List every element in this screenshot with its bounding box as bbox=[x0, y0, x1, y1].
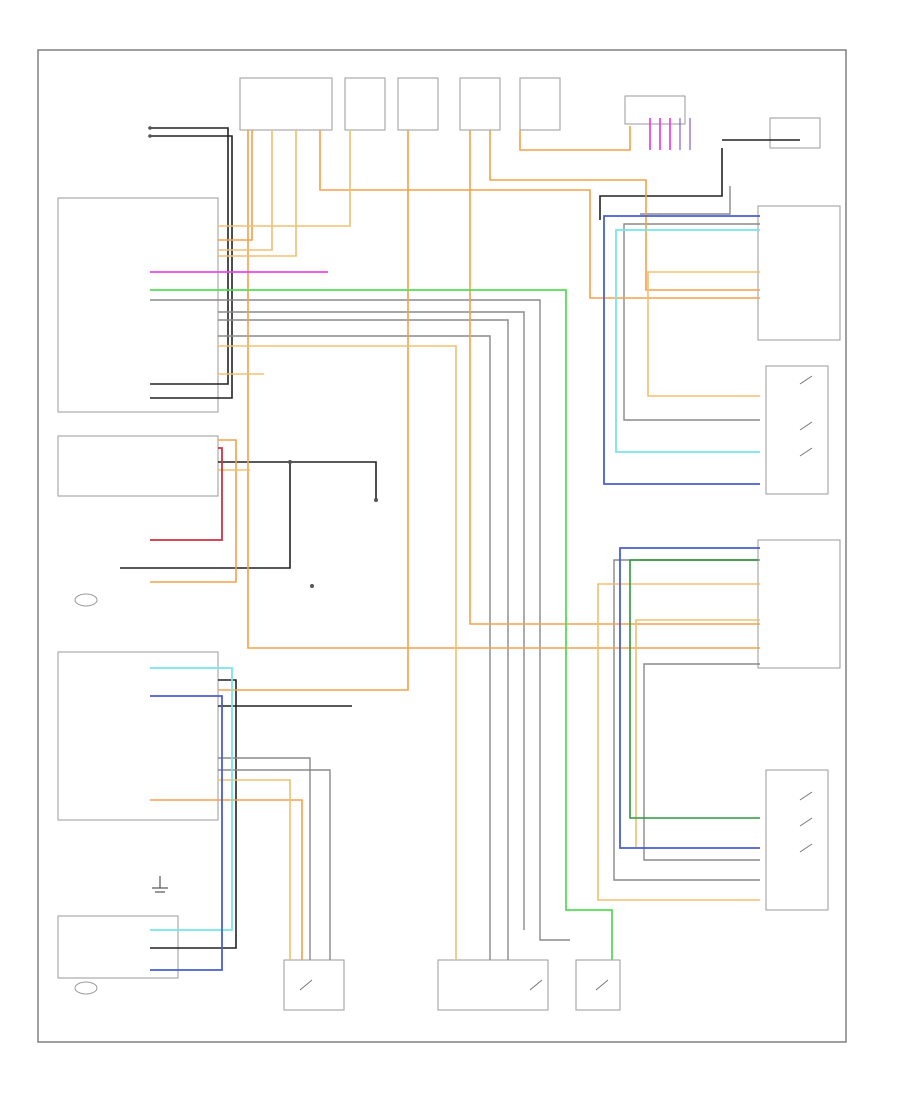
wire-green bbox=[150, 289, 613, 960]
top-right-switch-cluster bbox=[624, 95, 821, 149]
lr-module-box bbox=[57, 197, 219, 413]
lr-window-switch-box bbox=[765, 365, 829, 495]
wire-blue bbox=[150, 215, 760, 971]
wire-darkgreen bbox=[629, 559, 760, 819]
rf-module-box bbox=[57, 651, 219, 821]
driver-switch-box bbox=[437, 959, 549, 1011]
pass-switch-box bbox=[283, 959, 345, 1011]
wire-red bbox=[150, 447, 223, 541]
lock-switch-box bbox=[575, 959, 621, 1011]
ground-icon bbox=[152, 876, 168, 893]
wire-tan bbox=[218, 130, 760, 960]
key-icon bbox=[74, 593, 98, 995]
wire-orange bbox=[150, 126, 760, 960]
wire-purple bbox=[679, 118, 691, 150]
fuse-block-top bbox=[239, 77, 561, 131]
wire-magenta bbox=[150, 118, 671, 273]
diagram-border bbox=[37, 49, 847, 1043]
rr-window-switch-box bbox=[765, 769, 829, 911]
lr-switch-box bbox=[57, 435, 219, 497]
wire-lightblue bbox=[150, 229, 760, 931]
wire-grey bbox=[150, 186, 760, 960]
rf-switch-box bbox=[57, 915, 179, 979]
lr-door-module-box bbox=[757, 205, 841, 341]
switch-contacts bbox=[299, 375, 813, 991]
rr-door-module-box bbox=[757, 539, 841, 669]
connector-dots bbox=[148, 126, 378, 588]
